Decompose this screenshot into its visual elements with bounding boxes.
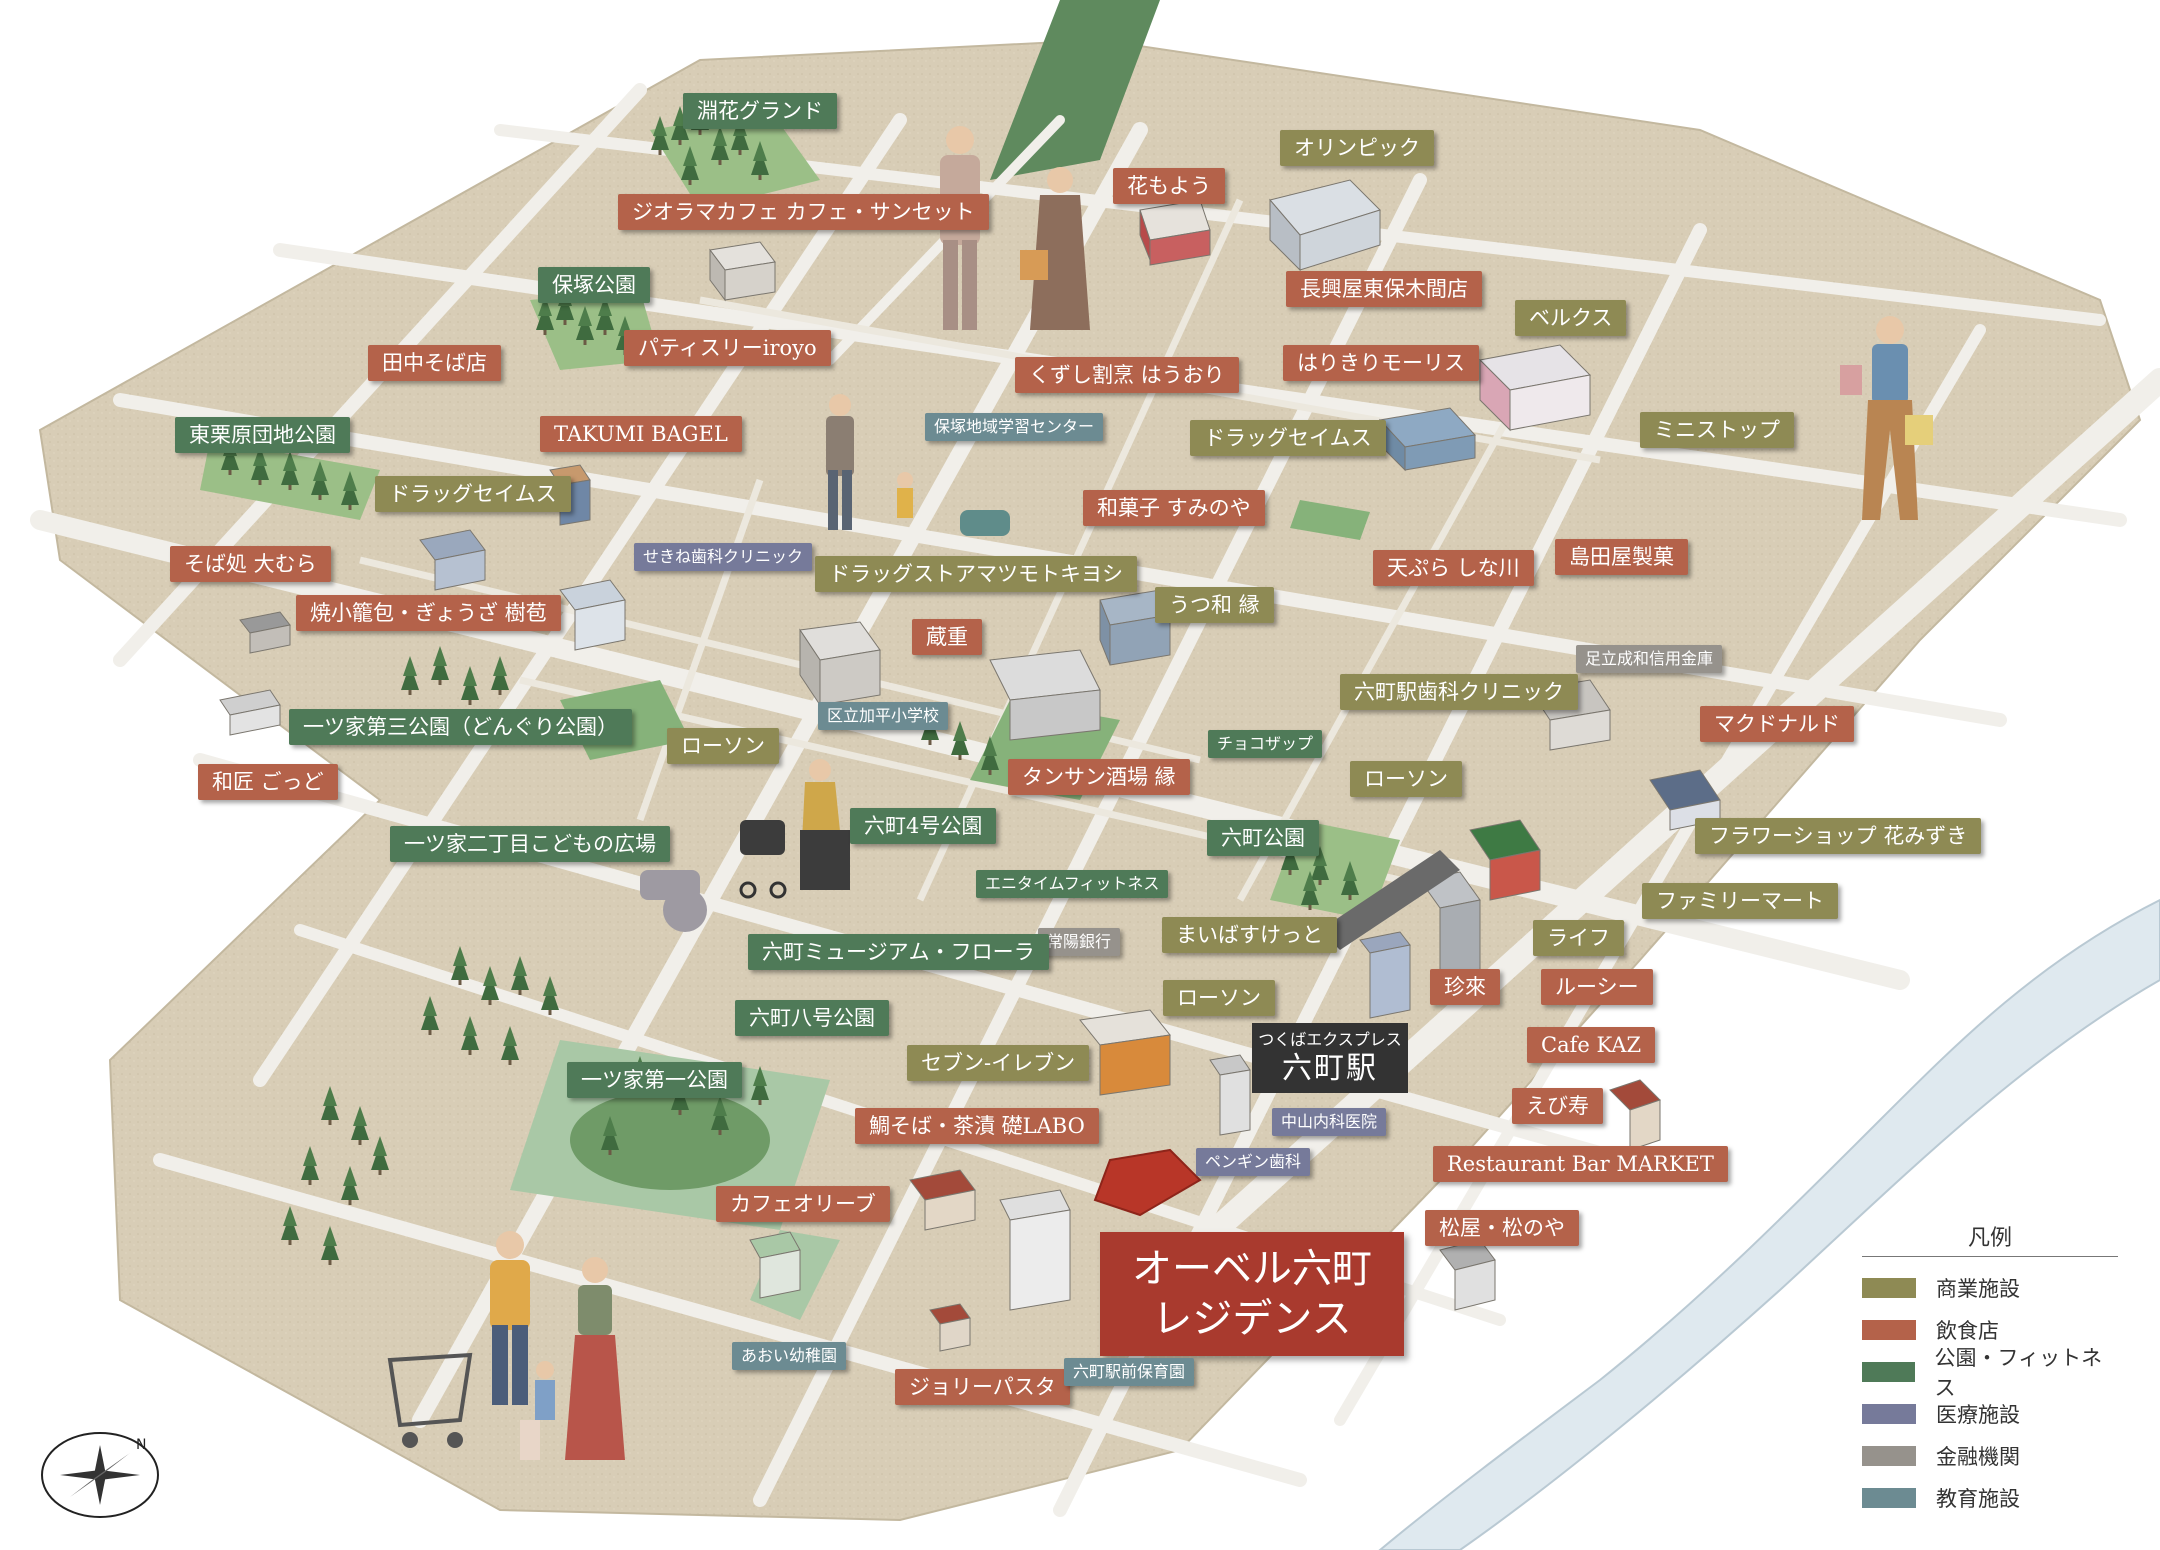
place-label[interactable]: TAKUMI BAGEL	[540, 416, 742, 452]
place-label[interactable]: 一ツ家第一公園	[567, 1062, 742, 1098]
place-label[interactable]: ミニストップ	[1640, 412, 1794, 448]
place-label[interactable]: ローソン	[1350, 761, 1462, 797]
map-legend: 凡例 商業施設 飲食店 公園・フィットネス 医療施設 金融機関 教育施設	[1862, 1222, 2118, 1519]
place-label[interactable]: ジョリーパスタ	[895, 1369, 1070, 1405]
legend-swatch-commercial	[1862, 1278, 1916, 1298]
place-label[interactable]: ローソン	[1163, 980, 1275, 1016]
people-illustrations	[387, 126, 1933, 1460]
place-label[interactable]: 六町ミュージアム・フローラ	[748, 934, 1049, 970]
legend-label: 公園・フィットネス	[1934, 1346, 2103, 1400]
place-label[interactable]: セブン-イレブン	[907, 1045, 1090, 1081]
legend-swatch-park	[1862, 1362, 1915, 1382]
place-label[interactable]: 中山内科医院	[1272, 1108, 1387, 1136]
place-label[interactable]: くずし割烹 はうおり	[1015, 357, 1239, 393]
place-label[interactable]: 鯛そば・茶漬 礎LABO	[855, 1108, 1099, 1144]
place-label[interactable]: 足立成和信用金庫	[1576, 645, 1723, 673]
place-label[interactable]: せきね歯科クリニック	[634, 543, 813, 571]
river	[1378, 898, 2160, 1550]
top-green-strip	[990, 0, 1160, 180]
legend-item: 商業施設	[1862, 1267, 2118, 1309]
legend-item: 公園・フィットネス	[1862, 1346, 2118, 1400]
place-label[interactable]: はりきりモーリス	[1283, 345, 1479, 381]
place-label[interactable]: エニタイムフィットネス	[976, 870, 1169, 898]
place-label[interactable]: ベルクス	[1515, 300, 1627, 336]
legend-label: 飲食店	[1936, 1319, 1999, 1343]
place-label[interactable]: 蔵重	[912, 619, 982, 655]
place-label[interactable]: 六町八号公園	[735, 1000, 889, 1036]
place-label[interactable]: 松屋・松のや	[1425, 1210, 1579, 1246]
place-label[interactable]: ファミリーマート	[1642, 883, 1838, 919]
place-label[interactable]: 和匠 ごっど	[198, 764, 338, 800]
place-label[interactable]: 常陽銀行	[1038, 928, 1121, 956]
place-label[interactable]: 島田屋製菓	[1555, 539, 1688, 575]
legend-swatch-education	[1862, 1488, 1916, 1508]
place-label[interactable]: 天ぷら しな川	[1373, 550, 1534, 586]
property-site	[1093, 1148, 1202, 1217]
legend-item: 飲食店	[1862, 1309, 2118, 1351]
place-label[interactable]: タンサン酒場 縁	[1008, 759, 1190, 795]
place-label[interactable]: 一ツ家二丁目こどもの広場	[390, 826, 670, 862]
place-label[interactable]: あおい幼稚園	[732, 1342, 847, 1370]
legend-item: 金融機関	[1862, 1435, 2118, 1477]
place-label[interactable]: オリンピック	[1280, 130, 1434, 166]
place-label[interactable]: 六町公園	[1207, 820, 1319, 856]
place-label[interactable]: ドラッグセイムス	[375, 476, 571, 512]
place-label[interactable]: ドラッグストアマツモトキヨシ	[815, 556, 1137, 592]
place-label[interactable]: 珍來	[1430, 969, 1500, 1005]
legend-label: 教育施設	[1936, 1487, 2020, 1511]
place-label[interactable]: 花もよう	[1113, 168, 1225, 204]
place-label[interactable]: 淵花グランド	[683, 93, 837, 129]
legend-swatch-finance	[1862, 1446, 1916, 1466]
place-label[interactable]: パティスリーiroyo	[624, 330, 831, 366]
place-label[interactable]: 長興屋東保木間店	[1286, 271, 1482, 307]
buildings	[219, 179, 1721, 1352]
place-label[interactable]: うつ和 縁	[1155, 587, 1274, 623]
place-label[interactable]: ローソン	[667, 728, 779, 764]
place-label[interactable]: ライフ	[1533, 920, 1624, 956]
legend-item: 医療施設	[1862, 1393, 2118, 1435]
place-label[interactable]: 保塚公園	[538, 267, 650, 303]
legend-label: 金融機関	[1936, 1445, 2020, 1469]
property-name-line2: レジデンス	[1152, 1296, 1352, 1342]
place-label[interactable]: 田中そば店	[368, 345, 501, 381]
legend-label: 商業施設	[1936, 1277, 2020, 1301]
station-platform	[1320, 850, 1460, 950]
legend-label: 医療施設	[1936, 1403, 2020, 1427]
place-label[interactable]: フラワーショップ 花みずき	[1695, 818, 1982, 854]
place-label[interactable]: 東栗原団地公園	[175, 417, 350, 453]
legend-item: 教育施設	[1862, 1477, 2118, 1519]
legend-title: 凡例	[1862, 1222, 2118, 1257]
place-label[interactable]: 区立加平小学校	[818, 702, 949, 730]
place-label[interactable]: 保塚地域学習センター	[925, 413, 1104, 441]
compass-icon: N	[41, 1432, 159, 1518]
property-label[interactable]: オーベル六町 レジデンス	[1100, 1232, 1404, 1356]
legend-swatch-food	[1862, 1320, 1916, 1340]
place-label[interactable]: 和菓子 すみのや	[1083, 490, 1265, 526]
place-label[interactable]: えび寿	[1512, 1088, 1603, 1124]
place-label[interactable]: 六町駅前保育園	[1064, 1358, 1195, 1386]
station-line-name: つくばエクスプレス	[1258, 1030, 1402, 1049]
place-label[interactable]: カフェオリーブ	[716, 1186, 890, 1222]
place-label[interactable]: Restaurant Bar MARKET	[1433, 1146, 1728, 1182]
place-label[interactable]: ジオラマカフェ カフェ・サンセット	[618, 194, 989, 230]
property-name-line1: オーベル六町	[1132, 1246, 1372, 1292]
place-label[interactable]: Cafe KAZ	[1527, 1027, 1656, 1063]
place-label[interactable]: ドラッグセイムス	[1190, 420, 1386, 456]
legend-swatch-medical	[1862, 1404, 1916, 1424]
place-label[interactable]: そば処 大むら	[170, 546, 331, 582]
place-label[interactable]: ルーシー	[1541, 969, 1653, 1005]
place-label[interactable]: ペンギン歯科	[1196, 1148, 1311, 1176]
place-label[interactable]: チョコザップ	[1208, 730, 1323, 758]
station-name: 六町駅	[1282, 1051, 1378, 1086]
place-label[interactable]: 六町4号公園	[850, 808, 997, 844]
place-label[interactable]: マクドナルド	[1700, 706, 1854, 742]
place-label[interactable]: 六町駅歯科クリニック	[1340, 674, 1578, 710]
svg-text:N: N	[136, 1437, 146, 1453]
place-label[interactable]: 一ツ家第三公園（どんぐり公園）	[289, 709, 632, 745]
rokucho-station-sign: つくばエクスプレス 六町駅	[1252, 1023, 1408, 1093]
place-label[interactable]: まいばすけっと	[1162, 917, 1337, 953]
place-label[interactable]: 焼小籠包・ぎょうざ 樹苞	[296, 595, 561, 631]
